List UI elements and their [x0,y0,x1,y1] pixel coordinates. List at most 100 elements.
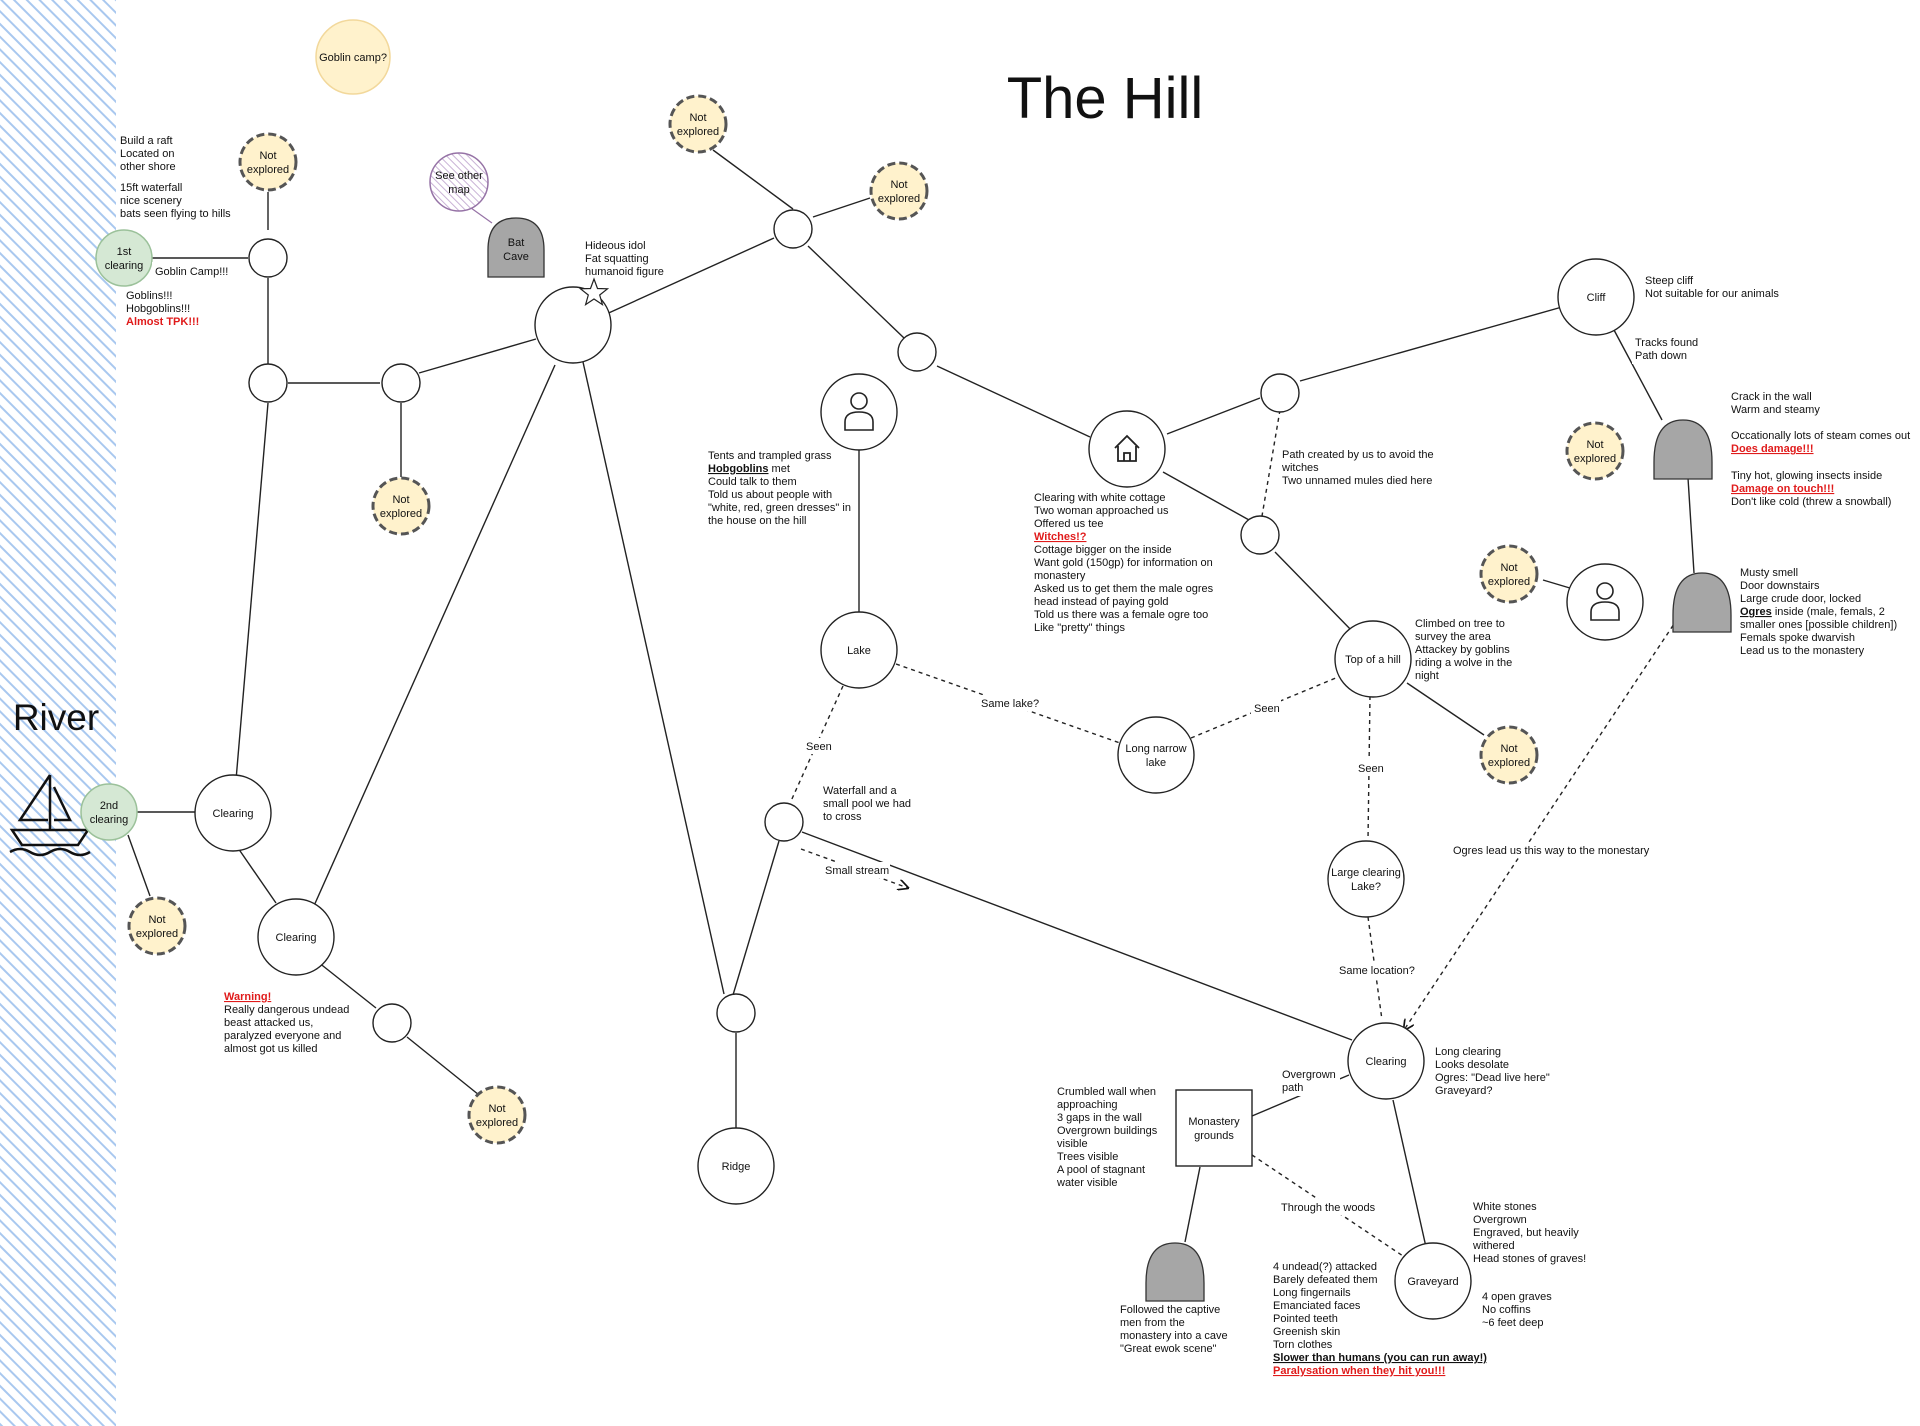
svg-text:grounds: grounds [1194,1130,1234,1142]
svg-text:Greenish skin: Greenish skin [1273,1326,1340,1338]
svg-text:Clearing: Clearing [1366,1056,1407,1068]
svg-text:Not: Not [1586,439,1603,451]
svg-text:Barely defeated them: Barely defeated them [1273,1274,1378,1286]
svg-text:path: path [1282,1082,1303,1094]
svg-text:Large clearing: Large clearing [1331,867,1401,879]
svg-text:explored: explored [380,508,422,520]
svg-text:explored: explored [476,1117,518,1129]
node-not-explored: Not explored [869,161,929,221]
svg-text:Door downstairs: Door downstairs [1740,580,1820,592]
edge-label-tracks-found: Tracks found Path down [1632,334,1706,364]
note-white-stones: White stones Overgrown Engraved, but hea… [1472,1201,1586,1265]
svg-text:approaching: approaching [1057,1099,1118,1111]
node-graveyard: Graveyard [1394,1242,1472,1320]
svg-text:survey the area: survey the area [1415,631,1492,643]
cave-ewok-icon [1145,1242,1205,1302]
svg-text:smaller ones [possible childre: smaller ones [possible children]) [1740,619,1897,631]
svg-text:withered: withered [1472,1240,1515,1252]
svg-text:Large crude door, locked: Large crude door, locked [1740,593,1861,605]
svg-text:explored: explored [878,193,920,205]
node-not-explored: Not explored [467,1085,527,1145]
svg-text:Not: Not [689,112,706,124]
svg-text:Don't like cold (threw a snowb: Don't like cold (threw a snowball) [1731,496,1891,508]
bat-cave-icon: Bat Cave [487,217,545,278]
note-musty: Musty smell Door downstairs Large crude … [1740,567,1897,657]
svg-text:Clearing: Clearing [213,808,254,820]
svg-text:almost got us killed: almost got us killed [224,1043,318,1055]
note-goblins: Goblins!!! Hobgoblins!!! Almost TPK!!! [126,290,199,328]
node-large-clearing-lake: Large clearing Lake? [1327,840,1405,918]
svg-text:Slower than humans (you can ru: Slower than humans (you can run away!) [1273,1352,1487,1364]
svg-text:Top of a hill: Top of a hill [1345,654,1401,666]
svg-text:small pool we had: small pool we had [823,798,911,810]
svg-text:15ft waterfall: 15ft waterfall [120,182,182,194]
svg-text:Path down: Path down [1635,350,1687,362]
svg-text:Not: Not [148,914,165,926]
svg-text:Overgrown: Overgrown [1473,1214,1527,1226]
svg-text:Overgrown buildings: Overgrown buildings [1057,1125,1158,1137]
svg-text:explored: explored [1488,576,1530,588]
note-followed: Followed the captive men from the monast… [1120,1304,1228,1355]
svg-text:Attackey by goblins: Attackey by goblins [1415,644,1510,656]
node-first-clearing: 1st clearing [95,229,153,287]
node-lake: Lake [820,611,898,689]
node-see-other-map: See other map [429,152,489,212]
person-icon [1590,582,1620,621]
svg-text:Trees visible: Trees visible [1057,1151,1118,1163]
svg-text:explored: explored [136,928,178,940]
svg-text:Clearing: Clearing [276,932,317,944]
svg-text:Really dangerous undead: Really dangerous undead [224,1004,349,1016]
node-clearing-south: Clearing [257,898,335,976]
svg-text:paralyzed everyone and: paralyzed everyone and [224,1030,341,1042]
svg-text:Musty smell: Musty smell [1740,567,1798,579]
svg-text:Steep cliff: Steep cliff [1645,275,1694,287]
node-clearing-graveyard: Clearing [1347,1022,1425,1100]
svg-text:Climbed on tree to: Climbed on tree to [1415,618,1505,630]
junction-nodes [248,209,1300,1043]
svg-text:Goblin Camp!!!: Goblin Camp!!! [155,266,228,278]
svg-text:Clearing with white cottage: Clearing with white cottage [1034,492,1165,504]
note-waterfall-15ft: 15ft waterfall nice scenery bats seen fl… [120,182,231,220]
svg-text:"Great ewok scene": "Great ewok scene" [1120,1343,1217,1355]
cave-steam-icon [1653,419,1713,480]
svg-text:"white, red, green dresses" in: "white, red, green dresses" in [708,502,851,514]
svg-text:~6 feet deep: ~6 feet deep [1482,1317,1543,1329]
svg-text:Lead us to the monastery: Lead us to the monastery [1740,645,1865,657]
svg-text:Bat: Bat [508,237,525,249]
node-monastery-grounds: Monastery grounds [1175,1089,1253,1167]
svg-text:the house on the hill: the house on the hill [708,515,806,527]
svg-text:monastery: monastery [1034,570,1086,582]
svg-text:See other: See other [435,170,483,182]
svg-text:Warm and steamy: Warm and steamy [1731,404,1820,416]
cave-ogres-icon [1672,572,1732,633]
svg-text:Looks desolate: Looks desolate [1435,1059,1509,1071]
svg-text:explored: explored [1488,757,1530,769]
svg-text:Followed the captive: Followed the captive [1120,1304,1220,1316]
svg-text:visible: visible [1057,1138,1088,1150]
house-icon [1114,434,1140,462]
svg-text:Crack in the wall: Crack in the wall [1731,391,1812,403]
svg-text:Long fingernails: Long fingernails [1273,1287,1351,1299]
node-not-explored: Not explored [1479,544,1539,604]
svg-text:Not suitable for our animals: Not suitable for our animals [1645,288,1779,300]
note-warning: Warning! Really dangerous undead beast a… [224,991,349,1055]
svg-text:Overgrown: Overgrown [1282,1069,1336,1081]
svg-text:Same location?: Same location? [1339,965,1415,977]
node-top-of-hill: Top of a hill [1334,620,1412,698]
edge-label-same-lake: Same lake? [978,695,1039,711]
svg-text:riding a wolve in the: riding a wolve in the [1415,657,1512,669]
svg-text:clearing: clearing [105,260,144,272]
svg-text:nice scenery: nice scenery [120,195,182,207]
svg-text:Located on: Located on [120,148,174,160]
svg-text:3 gaps in the wall: 3 gaps in the wall [1057,1112,1142,1124]
node-goblin-camp-question: Goblin camp? [315,19,391,95]
svg-text:clearing: clearing [90,814,129,826]
svg-text:Graveyard?: Graveyard? [1435,1085,1492,1097]
svg-text:witches: witches [1281,462,1319,474]
edge-label-same-location: Same location? [1336,962,1416,978]
svg-text:Paralysation when they hit you: Paralysation when they hit you!!! [1273,1365,1445,1377]
note-steep-cliff: Steep cliff Not suitable for our animals [1645,275,1779,300]
svg-text:Engraved, but heavily: Engraved, but heavily [1473,1227,1579,1239]
svg-text:Ogres: "Dead live here": Ogres: "Dead live here" [1435,1072,1550,1084]
svg-text:Seen: Seen [1254,703,1280,715]
